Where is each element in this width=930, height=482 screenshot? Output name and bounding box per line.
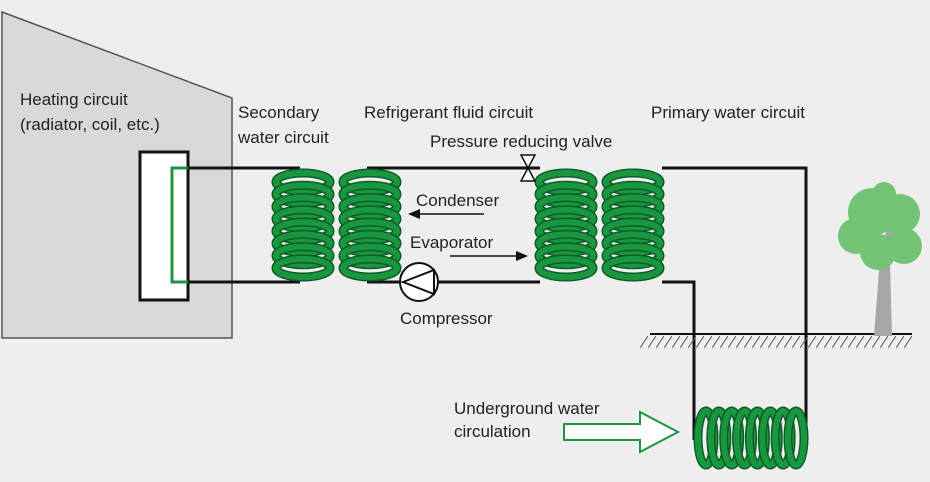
underground-flow-arrow-icon [563, 410, 681, 454]
coil-turn [273, 219, 333, 244]
coil-underground [693, 406, 809, 470]
coil-turn [273, 206, 333, 231]
house-building [1, 10, 233, 339]
compressor-label: Compressor [400, 309, 493, 328]
evaporator-arrow-icon [450, 251, 528, 261]
underground-label-line1: Underground water [454, 399, 600, 418]
coil-turn [603, 243, 663, 268]
coil-turn [273, 243, 333, 268]
condenser-label: Condenser [416, 191, 500, 210]
refrigerant-circuit-label: Refrigerant fluid circuit [364, 103, 534, 122]
compressor-icon [399, 262, 439, 302]
secondary-circuit-label-line2: water circuit [238, 128, 329, 147]
coil-turn [603, 182, 663, 207]
ground-hatch [640, 336, 912, 348]
coil-turn [603, 170, 663, 194]
tree-canopy [838, 182, 922, 270]
coil-condenser [338, 168, 402, 282]
coil-turn [340, 206, 400, 231]
coil-turn [273, 170, 333, 194]
coil-turn [603, 256, 663, 280]
coil-turn [340, 231, 400, 256]
condenser-arrow-icon [408, 209, 484, 219]
coil-turn [603, 231, 663, 256]
coil-turn [340, 243, 400, 268]
coil-turn [603, 219, 663, 244]
coil-turn [536, 256, 596, 280]
coil-primary-right [601, 168, 665, 282]
coil-turn [273, 182, 333, 207]
coil-secondary-left [271, 168, 335, 282]
secondary-circuit-label-line1: Secondary [238, 103, 320, 122]
coil-turn [603, 206, 663, 231]
evaporator-label: Evaporator [410, 233, 494, 252]
coil-turn [273, 256, 333, 280]
coil-turn [536, 206, 596, 231]
radiator-green-loop [170, 166, 190, 284]
coil-turn [273, 194, 333, 219]
coil-turn [536, 219, 596, 244]
radiator [138, 150, 190, 302]
coil-turn [273, 231, 333, 256]
coil-turn [340, 182, 400, 207]
heating-circuit-label-line1: Heating circuit [20, 90, 128, 109]
primary-circuit-label: Primary water circuit [651, 103, 805, 122]
pressure-valve-icon [519, 154, 537, 182]
coil-turn [536, 170, 596, 194]
coil-turn [536, 182, 596, 207]
coil-turn [340, 219, 400, 244]
coil-turn [536, 194, 596, 219]
underground-label-line2: circulation [454, 422, 531, 441]
coil-turn [603, 194, 663, 219]
pipes [188, 166, 808, 440]
coil-turn [340, 170, 400, 194]
coil-turn [785, 408, 807, 468]
coil-turn [536, 243, 596, 268]
coil-turn [340, 194, 400, 219]
coil-turn [340, 256, 400, 280]
coil-evaporator [534, 168, 598, 282]
heating-circuit-label-line2: (radiator, coil, etc.) [20, 115, 160, 134]
pressure-valve-label: Pressure reducing valve [430, 132, 613, 151]
coil-turn [536, 231, 596, 256]
